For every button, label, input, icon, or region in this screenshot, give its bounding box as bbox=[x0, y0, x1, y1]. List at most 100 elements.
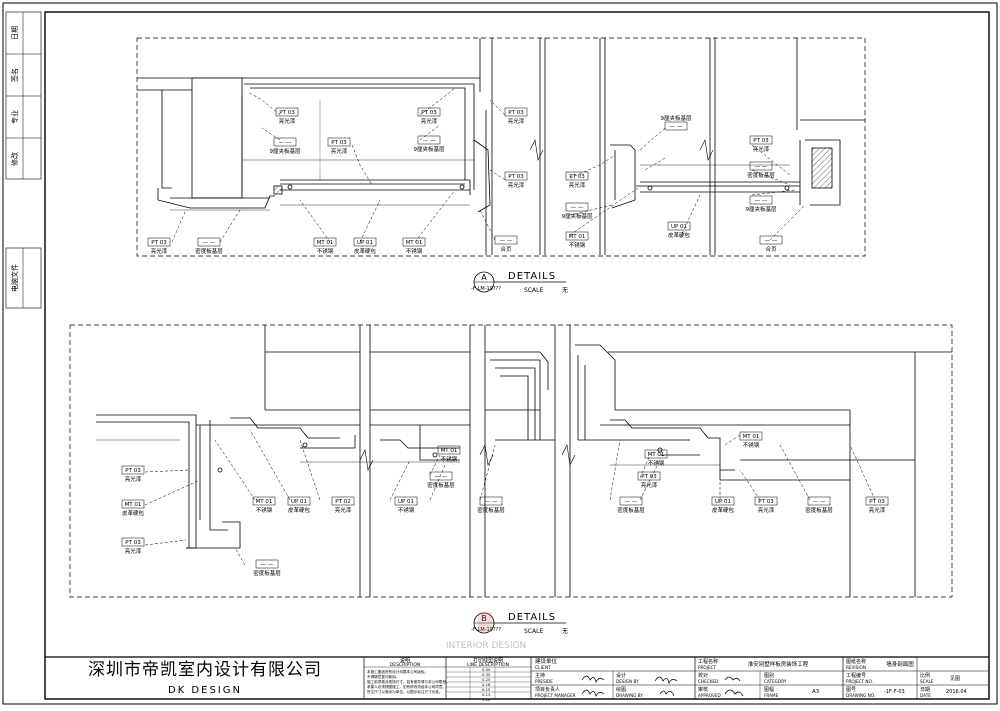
material-desc: 不锈钢 bbox=[743, 441, 760, 449]
material-code: PT 03 bbox=[641, 474, 657, 480]
detail-b-title: DETAILS bbox=[508, 612, 556, 623]
material-code: — — bbox=[670, 124, 683, 130]
material-tag: PT 03 亮光漆 bbox=[121, 465, 145, 483]
detail-b-scale-value: 无 bbox=[562, 628, 568, 635]
material-tag: UP 01 皮革硬包 bbox=[353, 237, 377, 255]
watermark-text: INTERIOR DESIGN bbox=[446, 641, 526, 651]
manager-label-cn: 项目负责人 bbox=[535, 686, 560, 693]
company-name-en: DK DESIGN bbox=[168, 685, 242, 696]
material-tag: — — 9厘夹板基层 bbox=[746, 195, 777, 213]
material-code: UP 01 bbox=[398, 499, 414, 505]
material-tag: PT 03 亮光漆 bbox=[147, 237, 171, 255]
material-desc: 不锈钢 bbox=[317, 247, 334, 255]
material-desc: 亮光漆 bbox=[151, 247, 168, 255]
checked-label-en: CHECKED bbox=[698, 679, 718, 684]
material-code: — — bbox=[423, 138, 436, 144]
material-desc: 亮光漆 bbox=[125, 475, 142, 483]
material-tag: UP 01 不锈钢 bbox=[394, 496, 418, 514]
material-desc: 亮光漆 bbox=[641, 481, 658, 489]
material-code: UP 01 bbox=[715, 499, 731, 505]
material-code: — — bbox=[571, 205, 584, 211]
strip-label-major: 专业 bbox=[10, 110, 19, 124]
detail-b-leaders bbox=[144, 429, 876, 566]
print-line-table: 0.50 0.35 0.25 0.18 0.15 0.13 0.10 bbox=[446, 667, 531, 702]
frame-label-cn: 图幅 bbox=[764, 686, 774, 693]
checked-label-cn: 校对 bbox=[698, 672, 708, 679]
scale-label-en: SCALE bbox=[920, 679, 934, 684]
detail-b-drawing bbox=[69, 324, 953, 598]
material-code: MT 01 bbox=[648, 452, 665, 458]
material-tag: MT 01 不锈钢 bbox=[739, 431, 763, 449]
material-desc: 9厘夹板基层 bbox=[270, 147, 301, 155]
material-tag: PT 03 亮光漆 bbox=[749, 135, 773, 153]
material-code: PT 03 bbox=[279, 110, 295, 116]
material-tag: PT 03 亮光漆 bbox=[565, 171, 589, 189]
drawingno-label-en: DRAWING NO. bbox=[846, 693, 875, 698]
material-desc: 密度板基层 bbox=[253, 569, 281, 577]
detail-a-tags: PT 03 亮光漆 — — 9厘夹板基层 PT 03 亮光漆 PT 03 亮光漆… bbox=[147, 107, 783, 255]
revision-label-en: REVISION bbox=[846, 665, 866, 670]
material-code: — — bbox=[485, 499, 498, 505]
approved-label-en: APPROVED bbox=[698, 693, 721, 698]
material-desc: 不锈钢 bbox=[441, 455, 458, 463]
material-desc: 亮光漆 bbox=[335, 506, 352, 514]
material-tag: PT 03 亮光漆 bbox=[327, 137, 351, 155]
material-tag: UP 01 皮革硬包 bbox=[287, 496, 311, 514]
material-desc: 不锈钢 bbox=[256, 506, 273, 514]
watermark: INTERIOR DESIGN bbox=[446, 612, 526, 651]
material-code: — — bbox=[813, 499, 826, 505]
material-tag: PT 03 亮光漆 bbox=[637, 471, 661, 489]
material-code: MT 01 bbox=[317, 240, 334, 246]
left-revision-strip: 日期 签名 专业 修改 电脑文件 bbox=[5, 11, 42, 309]
material-desc: 9厘夹板基层 bbox=[746, 205, 777, 213]
material-tag: PT 02 亮光漆 bbox=[331, 496, 355, 514]
material-code: PT 03 bbox=[125, 468, 141, 474]
drawingno-label-cn: 图号 bbox=[846, 687, 856, 693]
material-tag: PT 03 亮光漆 bbox=[121, 537, 145, 555]
print-row: 0.10 bbox=[482, 697, 491, 702]
material-tag: PT 03 亮光漆 bbox=[504, 107, 528, 125]
material-desc: 皮革硬包 bbox=[288, 506, 311, 514]
material-desc: 皮革硬包 bbox=[354, 247, 377, 255]
material-code: PT 03 bbox=[569, 174, 585, 180]
material-tag: — — 密度板基层 bbox=[805, 496, 833, 514]
material-tag: — — 合页 bbox=[494, 235, 518, 253]
detail-a-scale-label: SCALE bbox=[524, 287, 543, 294]
material-tag: MT 01 不锈钢 bbox=[402, 237, 426, 255]
material-code: PT 02 bbox=[335, 499, 350, 505]
material-desc: 合页 bbox=[765, 245, 777, 253]
material-code: MT 01 bbox=[256, 499, 273, 505]
print-row: 0.13 bbox=[482, 692, 491, 697]
detail-b-letter: B bbox=[481, 614, 487, 623]
material-desc: 密度板基层 bbox=[477, 506, 505, 514]
scale-label-cn: 比例 bbox=[920, 672, 930, 679]
material-code: — — bbox=[261, 562, 274, 568]
material-code: PT 03 bbox=[331, 140, 347, 146]
material-code: MT 01 bbox=[125, 502, 142, 508]
material-code: MT 01 bbox=[743, 434, 760, 440]
detail-b-dashed-boundary bbox=[69, 324, 953, 598]
detail-a-scale-value: 无 bbox=[562, 287, 568, 294]
material-tag: PT 03 亮光漆 bbox=[504, 171, 528, 189]
material-desc: 亮光漆 bbox=[279, 117, 296, 125]
material-code: — — bbox=[435, 474, 448, 480]
material-tag: MT 01 不锈钢 bbox=[565, 231, 589, 249]
material-tag: — — 密度板基层 bbox=[253, 559, 281, 577]
material-tag: MT 01 皮革硬包 bbox=[121, 499, 144, 517]
material-code: — — bbox=[625, 499, 638, 505]
design-label-cn: 设计 bbox=[616, 672, 626, 679]
detail-a-letter: A bbox=[481, 273, 487, 282]
drawing-label-cn: 绘图 bbox=[616, 686, 626, 693]
company-name-cn: 深圳市帝凯室内设计有限公司 bbox=[88, 660, 322, 680]
material-code: PT 03 bbox=[753, 138, 769, 144]
notes-line: 所注尺寸以毫米为单位，以图示标注尺寸为准。 bbox=[367, 689, 442, 694]
material-tag: — — 合页 bbox=[759, 235, 783, 253]
material-code: PT 03 bbox=[869, 499, 885, 505]
title-block: 深圳市帝凯室内设计有限公司 DK DESIGN 说明 DESCRIPTION 本… bbox=[45, 656, 989, 702]
material-code: UP 01 bbox=[357, 240, 373, 246]
drawing-name: 墙身剖面图 bbox=[886, 660, 914, 668]
material-tag: — — 密度板基层 bbox=[747, 161, 775, 179]
